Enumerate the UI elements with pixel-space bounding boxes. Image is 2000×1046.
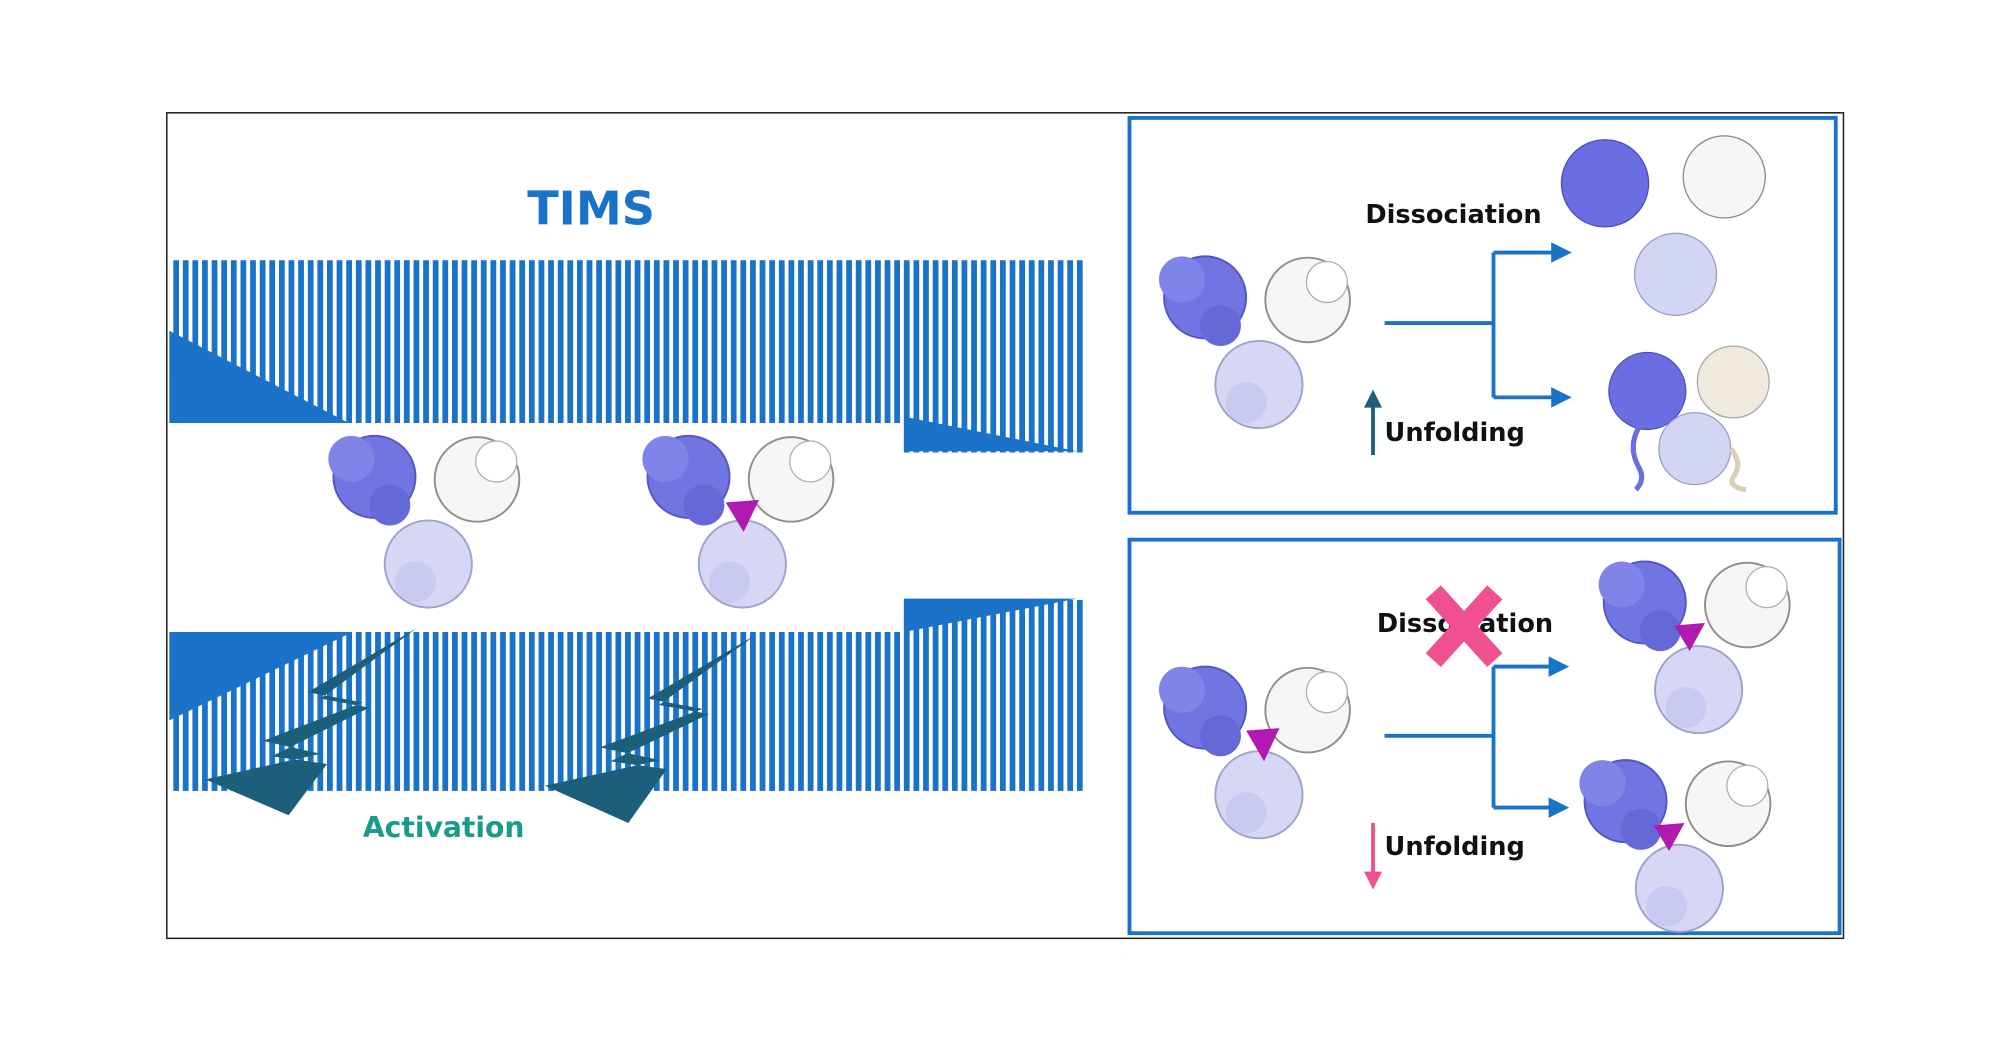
arrow-icon <box>1548 797 1570 818</box>
unfolding-label: Unfolding <box>1385 418 1525 448</box>
ligand-icon <box>1674 622 1706 652</box>
protein-trimer-ligand-bound <box>641 434 835 609</box>
ligand-icon <box>725 499 760 532</box>
arrow-icon <box>1548 656 1570 677</box>
activation-bolt-icon <box>205 628 417 816</box>
ligand-icon <box>1653 822 1685 852</box>
activation-bolt-icon <box>544 634 757 823</box>
unfolding-label: Unfolding <box>1385 832 1525 862</box>
arrow-icon <box>1551 242 1572 263</box>
blocked-cross-icon <box>1425 585 1503 668</box>
panel-ligand-bound-outcome: Dissociation Unfolding <box>1127 537 1842 936</box>
arrow-icon <box>1551 387 1572 408</box>
panel-apo-outcome: Dissociation Unfolding <box>1127 116 1838 515</box>
tims-top-electrodes <box>169 260 1084 453</box>
tims-title: TIMS <box>527 181 655 235</box>
ligand-icon <box>1246 728 1280 762</box>
activation-label: Activation <box>363 811 525 844</box>
dissociation-label: Dissociation <box>1365 200 1541 230</box>
